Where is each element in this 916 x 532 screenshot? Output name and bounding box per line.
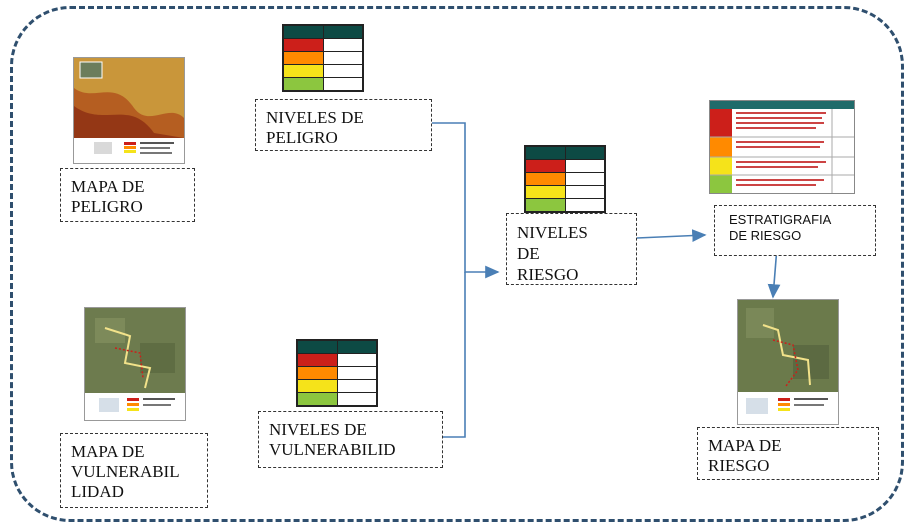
mapa-peligro-node: MAPA DE PELIGRO [60,168,195,222]
level-table-icon [524,145,606,213]
diagram-frame [10,6,904,522]
mapa-vulnerabilidad-node: MAPA DE VULNERABIL LIDAD [60,433,208,508]
niveles-vulnerabilidad-node: NIVELES DE VULNERABILID [258,411,443,468]
connector-vulnerabilidad-to-riesgo [443,272,466,438]
niveles-peligro-node: NIVELES DE PELIGRO [255,99,432,151]
level-table-icon [282,24,364,92]
mapa-riesgo-label: MAPA DE RIESGO [708,436,782,475]
connector-peligro-to-riesgo [432,122,500,279]
mapa-vulnerabilidad-label: MAPA DE VULNERABIL LIDAD [71,442,180,501]
niveles-vulnerabilidad-label: NIVELES DE VULNERABILID [269,420,396,459]
niveles-peligro-label: NIVELES DE PELIGRO [266,108,364,147]
niveles-riesgo-node: NIVELES DE RIESGO [506,213,637,285]
vulnerability-map-thumbnail-icon [84,307,186,421]
estratigrafia-node: ESTRATIGRAFIA DE RIESGO [714,205,876,256]
connector-riesgo-to-estratigrafia [636,229,707,242]
level-table-icon [296,339,378,407]
estratigrafia-label: ESTRATIGRAFIA DE RIESGO [729,212,832,243]
niveles-riesgo-label: NIVELES DE RIESGO [517,223,588,284]
risk-map-thumbnail-icon [737,299,839,425]
mapa-peligro-label: MAPA DE PELIGRO [71,177,145,216]
risk-stratigraphy-table-icon [709,100,855,194]
mapa-riesgo-node: MAPA DE RIESGO [697,427,879,480]
hazard-map-thumbnail-icon [73,57,185,164]
